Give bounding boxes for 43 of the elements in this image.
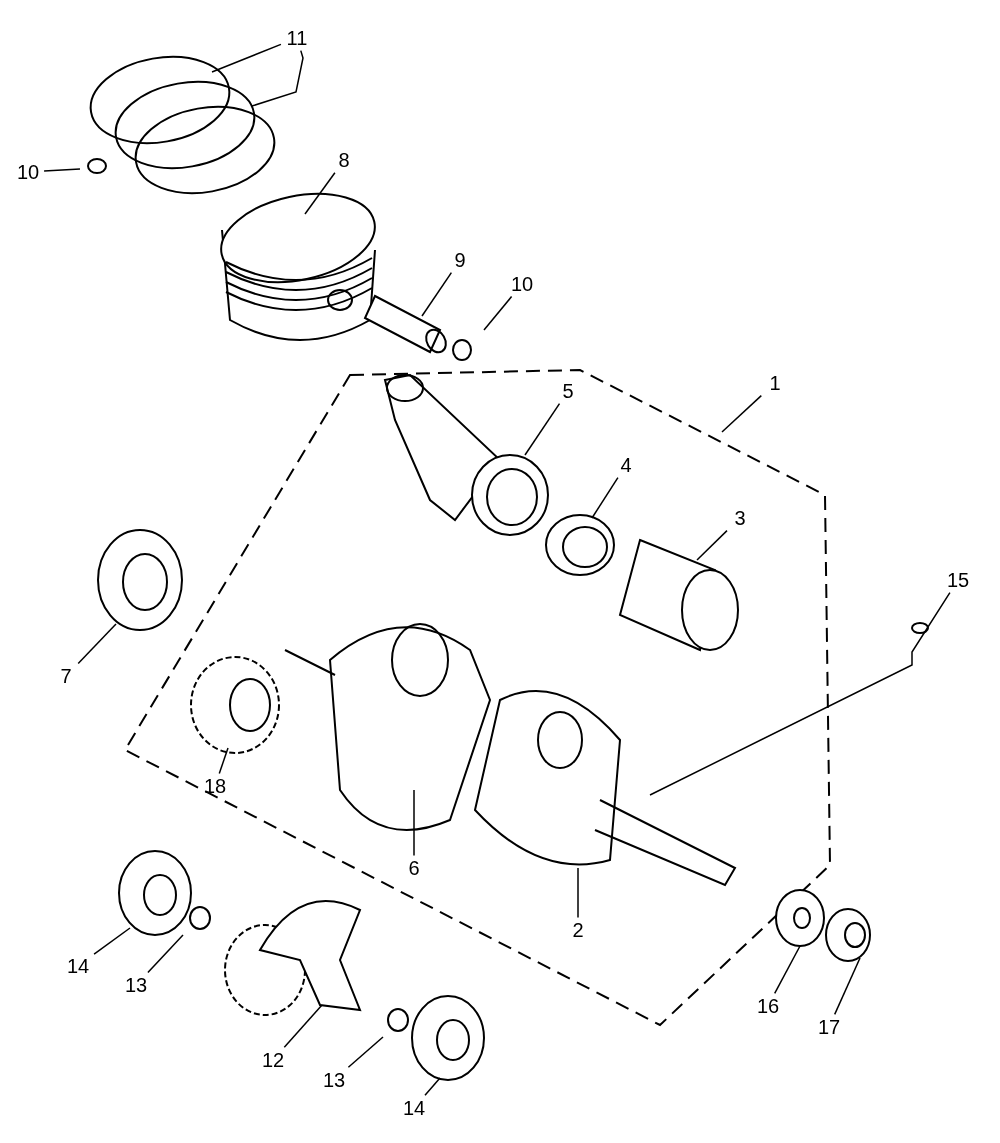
callout-number: 3 (726, 507, 754, 529)
callout-number: 11 (283, 27, 311, 49)
leader-line (77, 623, 117, 665)
callout-number: 17 (815, 1016, 843, 1038)
leader-line (649, 591, 951, 796)
leader-line (413, 789, 415, 857)
callout-number: 13 (320, 1069, 348, 1091)
leader-line (696, 529, 728, 561)
leader-line (93, 927, 131, 955)
callout-number: 10 (508, 273, 536, 295)
leader-line (251, 49, 304, 107)
leader-line (424, 1077, 441, 1097)
leader-line (347, 1036, 384, 1069)
leader-line (577, 867, 579, 919)
callout-number: 16 (754, 995, 782, 1017)
callout-number: 14 (64, 955, 92, 977)
callout-number: 1 (761, 372, 789, 394)
leader-line (721, 394, 763, 433)
leader-line (43, 168, 81, 172)
callout-number: 9 (446, 249, 474, 271)
leader-line (421, 271, 453, 317)
callout-number: 6 (400, 857, 428, 879)
callout-number: 18 (201, 775, 229, 797)
leader-line (591, 476, 619, 519)
callout-number: 14 (400, 1097, 428, 1119)
callout-number: 10 (14, 161, 42, 183)
callout-number: 2 (564, 919, 592, 941)
callout-number: 4 (612, 454, 640, 476)
leader-line (483, 295, 513, 331)
callout-number: 5 (554, 380, 582, 402)
callout-number: 15 (944, 569, 972, 591)
leader-line (304, 171, 336, 215)
callout-number: 8 (330, 149, 358, 171)
leader-line (147, 934, 184, 974)
leader-line (833, 957, 861, 1016)
callout-number: 13 (122, 974, 150, 996)
leader-line (283, 1004, 323, 1049)
leader-line (218, 747, 229, 775)
leader-line (773, 945, 801, 995)
callout-number: 12 (259, 1049, 287, 1071)
callout-number: 7 (52, 665, 80, 687)
leader-line (211, 43, 282, 73)
leader-line (524, 402, 561, 456)
